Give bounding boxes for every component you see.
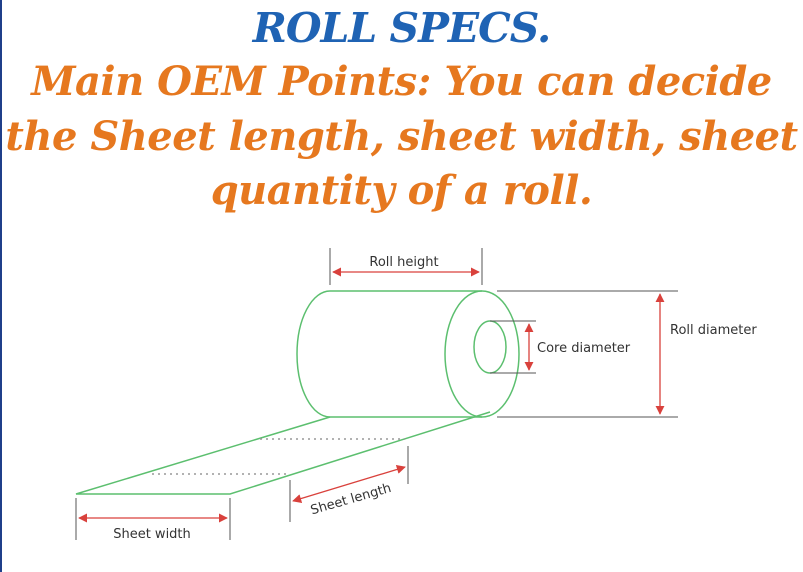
- sheet-length-dimension: Sheet length: [289, 446, 409, 522]
- subtitle-line-3: quantity of a roll.: [210, 167, 593, 214]
- sheet-width-dimension: Sheet width: [75, 498, 231, 542]
- core-diameter-label: Core diameter: [537, 341, 631, 356]
- sheet-width-label: Sheet width: [113, 527, 191, 542]
- roll-front-face: [444, 290, 520, 418]
- roll-core: [473, 320, 507, 374]
- roll-diameter-dimension: Roll diameter: [497, 290, 757, 418]
- sheet-length-label: Sheet length: [309, 481, 393, 518]
- roll-back-edge: [296, 290, 331, 418]
- page-title: ROLL SPECS.: [252, 4, 551, 52]
- sheet-length-arrow: [292, 465, 406, 503]
- subtitle-line-2: the Sheet length, sheet width, sheet: [5, 113, 798, 160]
- roll-diameter-label: Roll diameter: [670, 323, 757, 338]
- core-diameter-dimension: Core diameter: [490, 320, 631, 374]
- left-border: [0, 0, 2, 572]
- roll-height-label: Roll height: [369, 255, 438, 270]
- roll-height-dimension: Roll height: [329, 248, 483, 285]
- sheet-outline: [75, 411, 491, 495]
- subtitle-line-1: Main OEM Points: You can decide: [31, 58, 772, 105]
- roll-body: [296, 290, 520, 418]
- sheet: [75, 411, 491, 495]
